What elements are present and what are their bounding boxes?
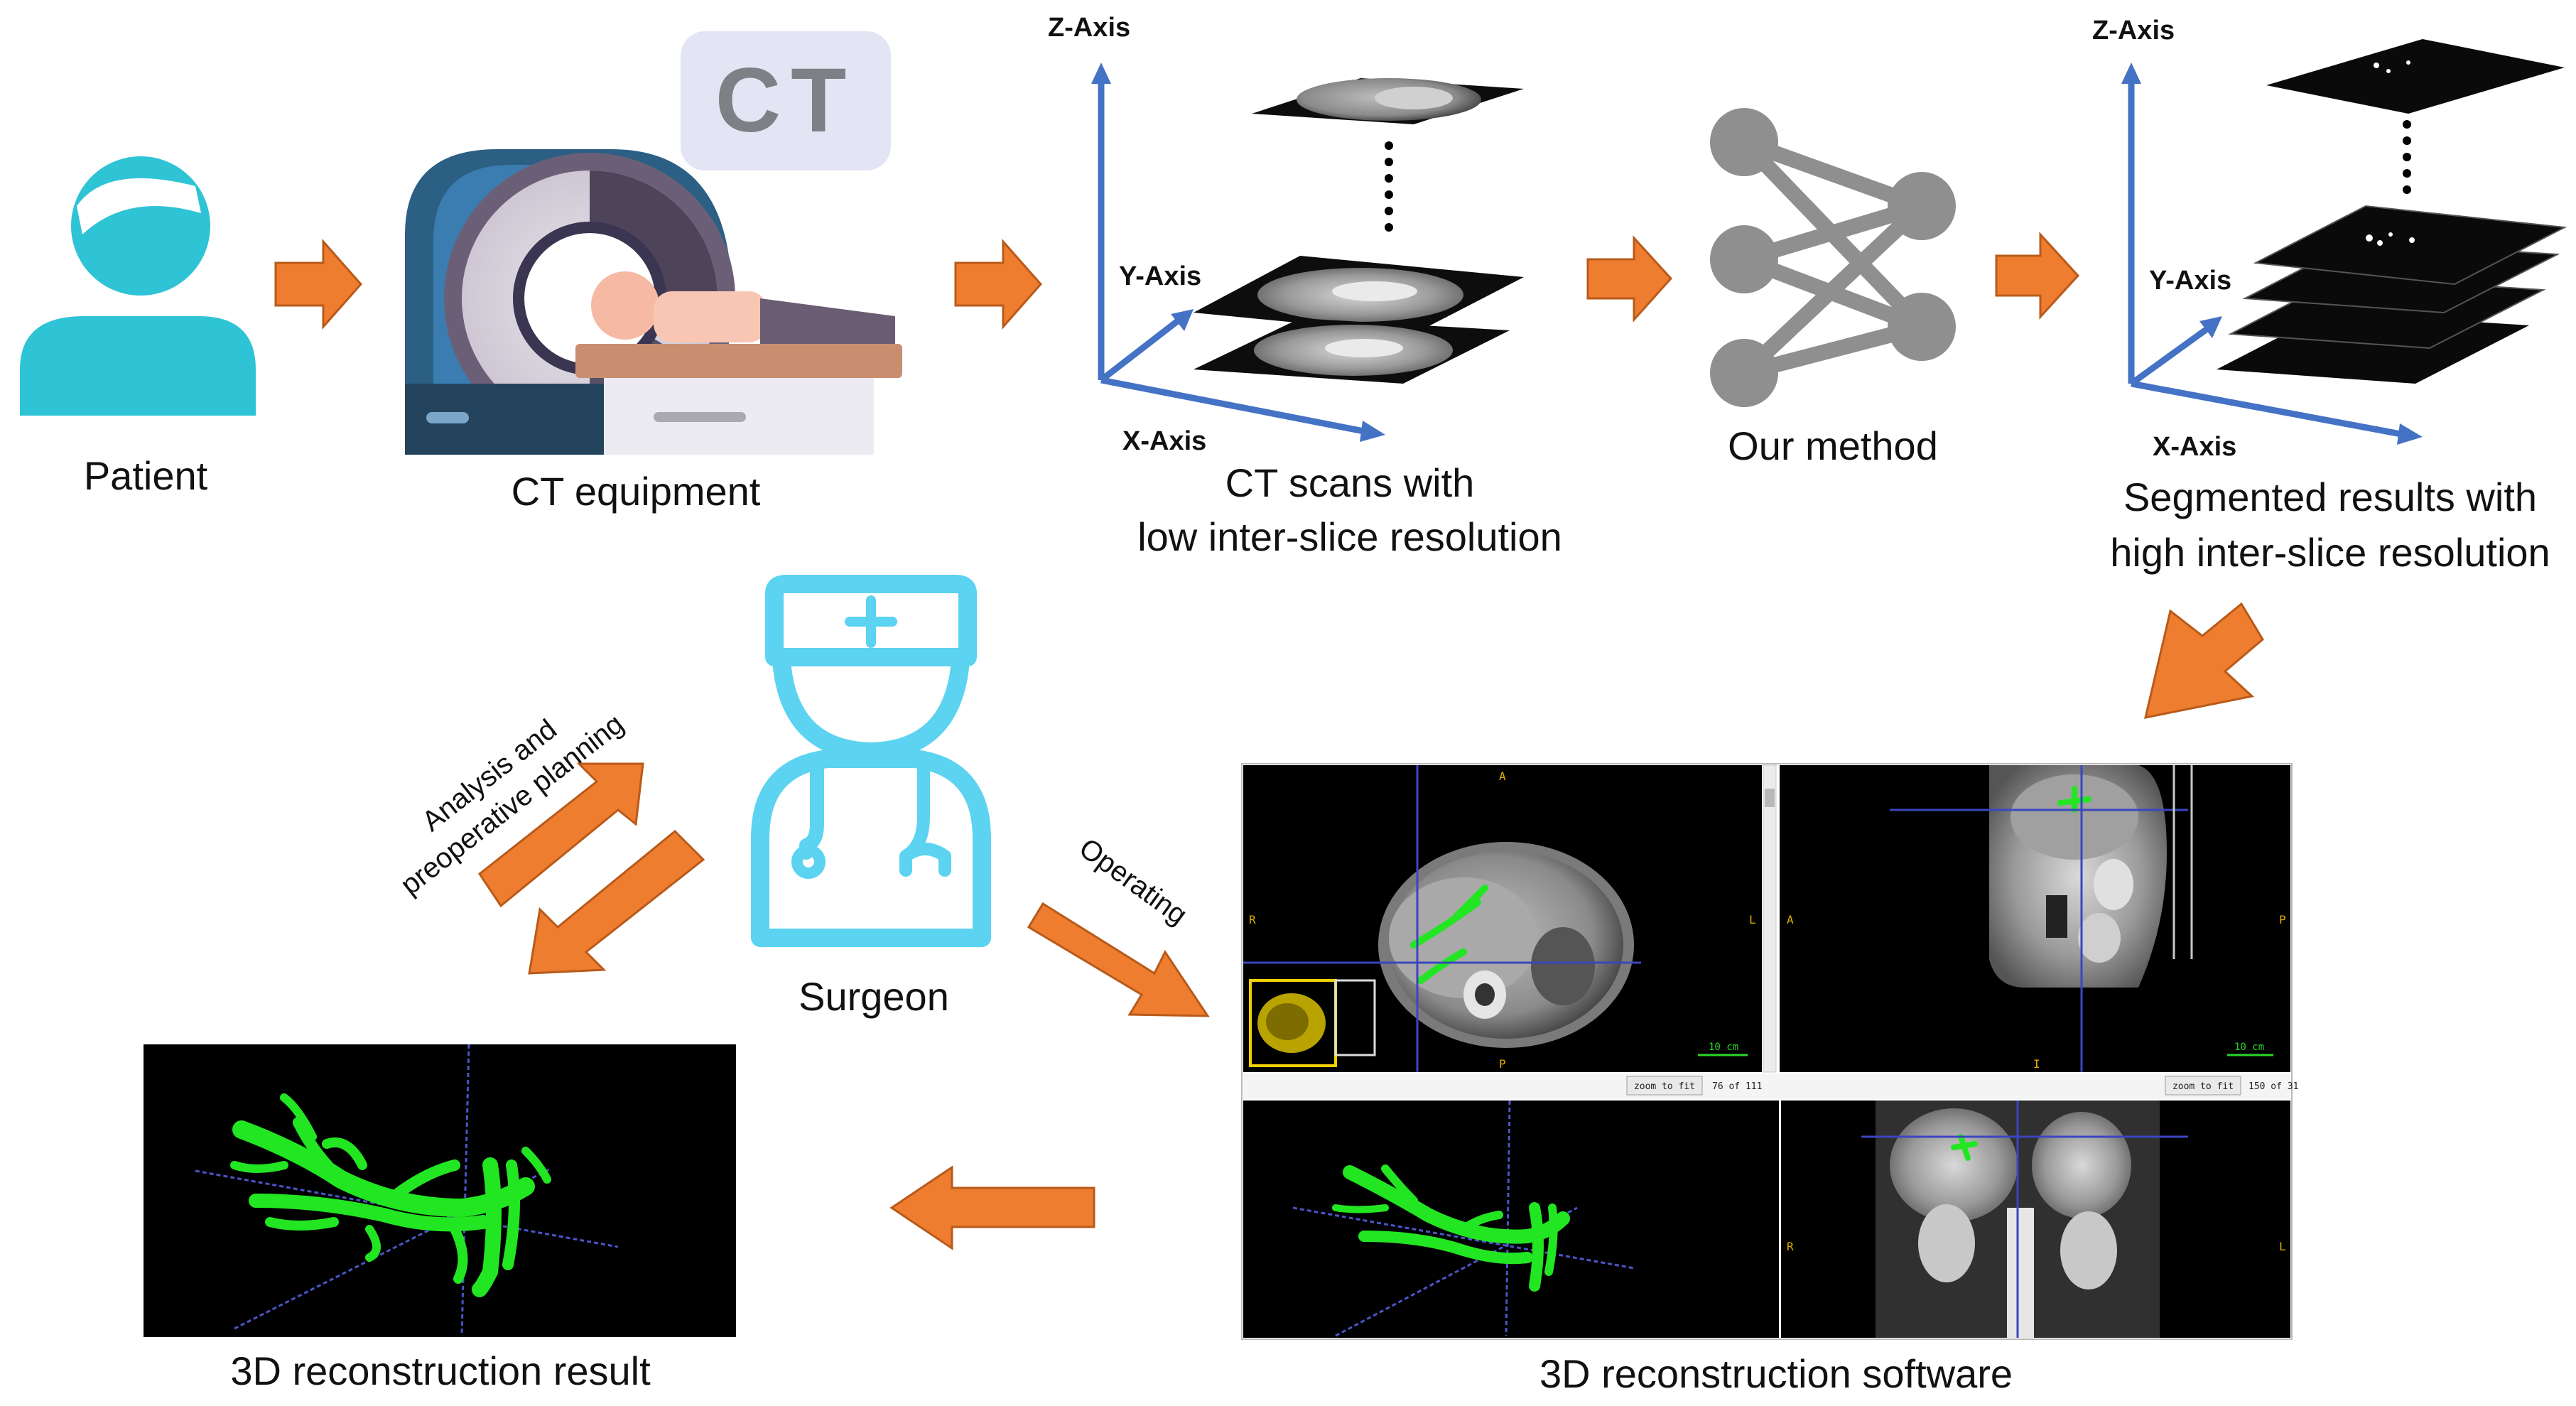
arrow-analysis-up — [477, 762, 644, 908]
orient-r-axial: R — [1249, 913, 1256, 926]
orient-p-sagittal: P — [2279, 913, 2286, 926]
orient-r-coronal: R — [1787, 1240, 1794, 1253]
arrow-ct-to-scans — [954, 239, 1043, 330]
arrow-method-to-segmented — [1995, 232, 2080, 320]
patient-label: Patient — [83, 453, 208, 498]
orient-l-axial: L — [1749, 913, 1756, 926]
segmented-label-line2: high inter-slice resolution — [2110, 530, 2550, 575]
ct-x-axis-label: X-Axis — [1122, 426, 1207, 456]
viewport-sagittal[interactable]: 10 cm A P I — [1780, 765, 2290, 1072]
our-method-label: Our method — [1728, 423, 1938, 468]
ct-scan-axes — [1091, 63, 1385, 442]
ct-slice-middle — [1194, 256, 1524, 334]
arrow-analysis-down — [528, 829, 705, 975]
ct-slice-ellipsis — [1385, 141, 1393, 232]
seg-y-axis-label: Y-Axis — [2149, 266, 2232, 296]
patient-icon — [20, 156, 256, 416]
viewport-scrollbar[interactable] — [1763, 764, 1777, 1073]
orient-a-sagittal: A — [1787, 913, 1794, 926]
scale-label-sagittal: 10 cm — [2234, 1042, 2264, 1053]
ct-slice-bottom — [1194, 318, 1510, 384]
arrow-scans-to-method — [1586, 235, 1673, 323]
ct-scans-label-line2: low inter-slice resolution — [1137, 514, 1562, 559]
viewport-axial[interactable]: 10 cm A P R L — [1243, 765, 1762, 1072]
reconstruction-software-label: 3D reconstruction software — [1539, 1351, 2013, 1396]
neural-network-icon — [1710, 108, 1956, 407]
reconstruction-software-window[interactable]: 10 cm A P R L — [1241, 763, 2298, 1340]
orient-a-axial: A — [1499, 769, 1506, 783]
ct-y-axis-label: Y-Axis — [1119, 261, 1202, 291]
seg-z-axis-label: Z-Axis — [2092, 16, 2175, 45]
arrow-operating — [1027, 902, 1210, 1017]
zoom-to-fit-label-right: zoom to fit — [2172, 1081, 2234, 1092]
reconstruction-result-panel — [144, 1044, 736, 1337]
arrow-software-to-result — [889, 1165, 1095, 1250]
ct-z-axis-label: Z-Axis — [1048, 13, 1131, 43]
surgeon-label: Surgeon — [799, 974, 949, 1019]
viewport-3d[interactable] — [1243, 1100, 1779, 1338]
ct-badge-text: CT — [715, 50, 857, 151]
reconstruction-result-label: 3D reconstruction result — [230, 1348, 651, 1393]
orient-p-axial: P — [1499, 1057, 1506, 1071]
viewport-coronal[interactable]: R L — [1781, 1101, 2290, 1338]
slice-count-right: 150 of 31 — [2248, 1081, 2298, 1092]
segmented-slice-top — [2266, 39, 2565, 114]
segmented-axes — [2121, 63, 2423, 445]
ct-equipment-label: CT equipment — [511, 469, 761, 514]
seg-x-axis-label: X-Axis — [2153, 432, 2237, 462]
surgeon-icon — [751, 575, 991, 947]
segmented-slice-ellipsis — [2403, 120, 2411, 194]
ct-scans-label-line1: CT scans with — [1225, 460, 1475, 505]
segmented-slice-stack — [2217, 205, 2567, 384]
ct-scanner-icon: CT — [405, 31, 902, 455]
arrow-patient-to-ct — [274, 239, 363, 330]
ct-slice-top — [1252, 78, 1524, 124]
zoom-to-fit-label-left: zoom to fit — [1634, 1081, 1695, 1092]
orient-l-coronal: L — [2279, 1240, 2286, 1253]
slice-count-left: 76 of 111 — [1712, 1081, 1762, 1092]
zoom-to-fit-button-left[interactable] — [1626, 1076, 1703, 1096]
orient-i-sagittal: I — [2033, 1057, 2040, 1071]
arrow-segmented-to-software — [2144, 602, 2264, 719]
segmented-label-line1: Segmented results with — [2123, 475, 2538, 519]
zoom-to-fit-button-right[interactable] — [2165, 1076, 2241, 1096]
vessel-tree-result — [230, 1093, 551, 1297]
viewport-toolbar: zoom to fit 76 of 111 zoom to fit 150 of… — [1243, 1074, 2298, 1099]
scale-label-axial: 10 cm — [1709, 1042, 1738, 1053]
